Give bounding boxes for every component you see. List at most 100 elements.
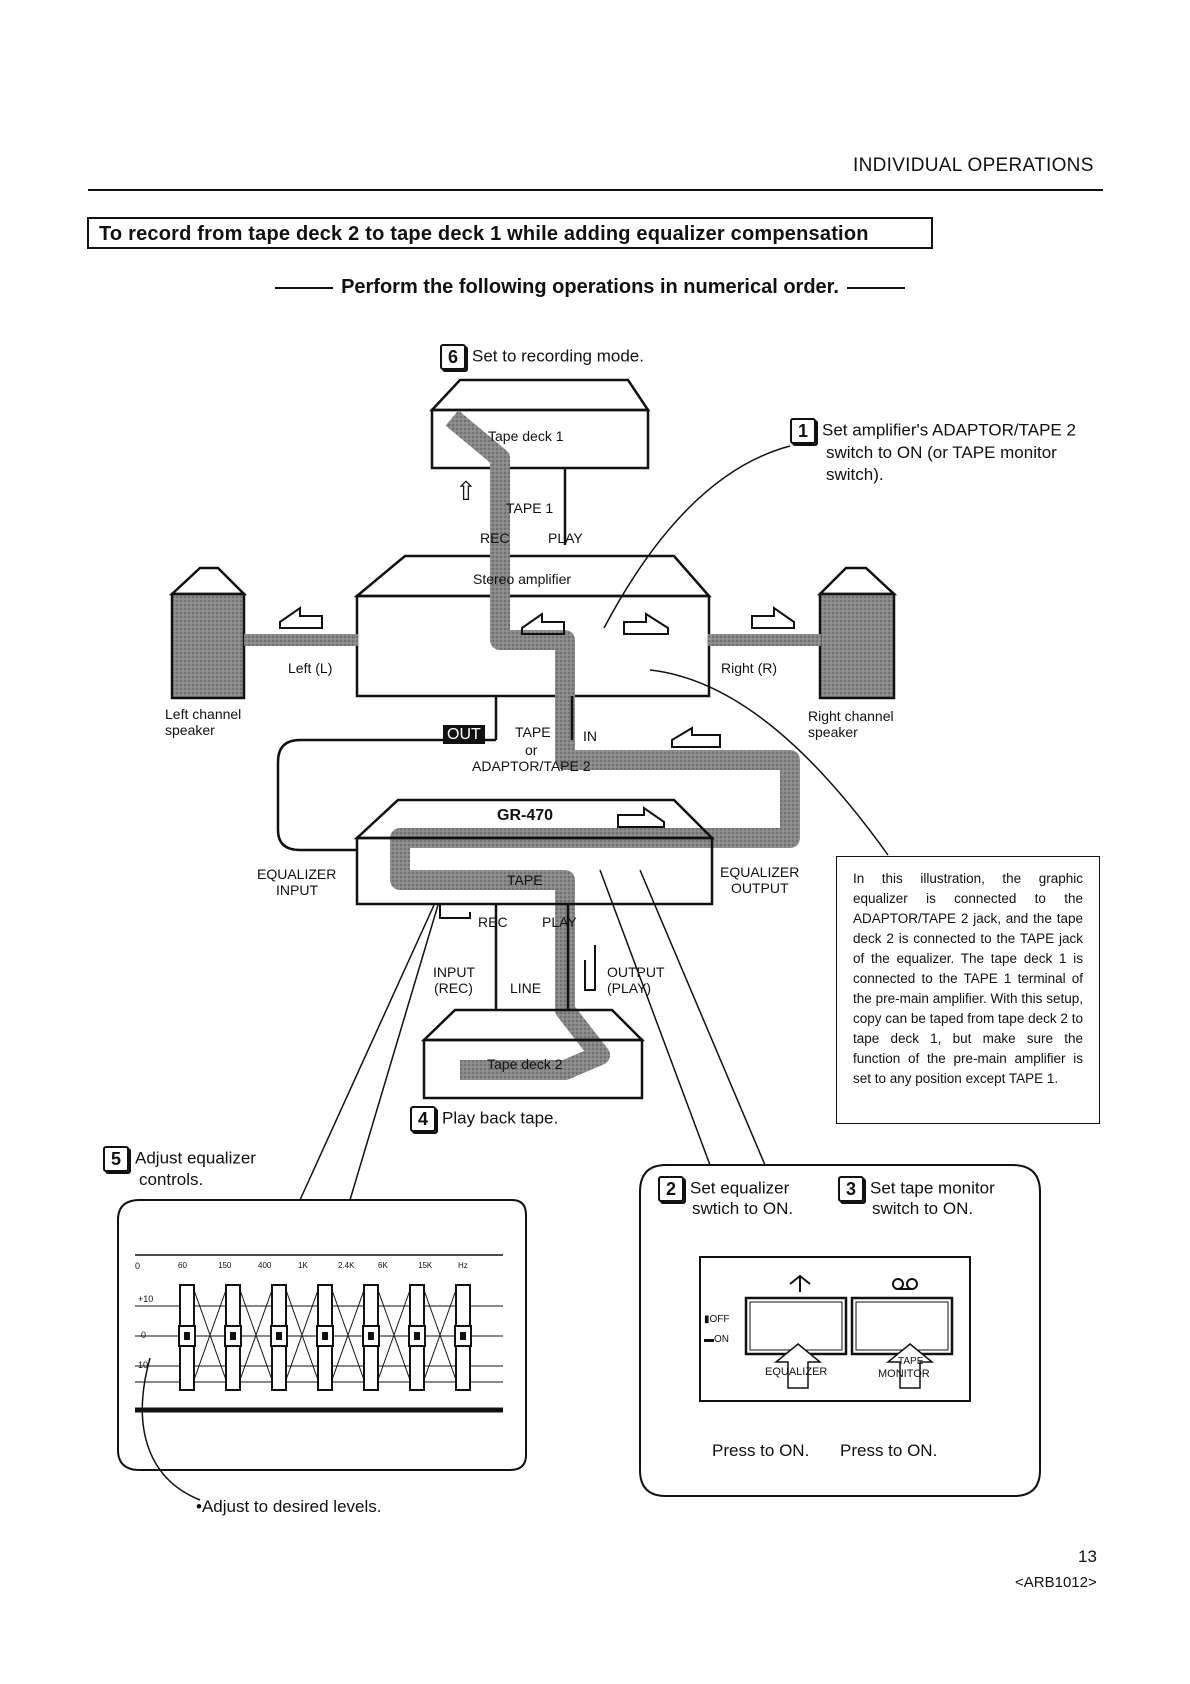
- amp-direction-arrows: [279, 606, 795, 828]
- step-5-line1: Adjust equalizer: [135, 1148, 256, 1168]
- step-1: 1 Set amplifier's ADAPTOR/TAPE 2: [790, 418, 1076, 444]
- switch-off-text: OFF: [709, 1314, 730, 1325]
- play-label: PLAY: [548, 530, 583, 546]
- tape-monitor-switch-label-2[interactable]: MONITOR: [878, 1368, 930, 1380]
- left-speaker-cable: [244, 634, 358, 646]
- page-number: 13: [1078, 1547, 1097, 1566]
- step-4-text: Play back tape.: [442, 1108, 559, 1128]
- tape-deck-2-label: Tape deck 2: [487, 1056, 563, 1072]
- rec-up-arrow-icon: ⇧: [455, 476, 477, 506]
- step-5-line2: controls.: [139, 1170, 204, 1189]
- step-1-line2: switch to ON (or TAPE monitor: [826, 443, 1057, 462]
- eq-tape-label: TAPE: [507, 872, 543, 888]
- input-rec-label-1: INPUT: [433, 964, 475, 980]
- right-speaker-shape: [816, 566, 898, 700]
- eq-sliders: [178, 1284, 472, 1391]
- gr470-label: GR-470: [497, 807, 554, 824]
- step-3-number: 3: [838, 1176, 864, 1202]
- eq-slider-knob-mark: [230, 1332, 236, 1340]
- eq-input-label-1: EQUALIZER: [257, 866, 337, 882]
- eq-freq-label: Hz: [458, 1261, 468, 1270]
- step-1-line3: switch).: [826, 465, 884, 484]
- eq-slider-knob-mark: [460, 1332, 466, 1340]
- eq-slider-knob-mark: [276, 1332, 282, 1340]
- out-label: OUT: [443, 725, 485, 744]
- step-1-number: 1: [790, 418, 816, 444]
- document-code: <ARB1012>: [1015, 1574, 1097, 1591]
- eq-freq-label: 150: [218, 1261, 232, 1270]
- eq-slider-knob-mark: [414, 1332, 420, 1340]
- eq-input-label-2: INPUT: [276, 882, 318, 898]
- note-box: In this illustration, the graphic equali…: [836, 856, 1100, 1124]
- eq-zero-left-label: 0: [135, 1261, 141, 1271]
- in-label: IN: [583, 728, 597, 744]
- tape-deck-2-shape: [420, 1008, 646, 1100]
- eq-caption-text: Adjust to desired levels.: [201, 1497, 382, 1516]
- switch-off-label: ▮OFF: [704, 1314, 730, 1325]
- adaptor-tape2-label: ADAPTOR/TAPE 2: [472, 758, 591, 774]
- eq-output-label-2: OUTPUT: [731, 880, 789, 896]
- eq-minus10-label: 10: [138, 1360, 149, 1370]
- eq-slider-cross-line: [377, 1289, 411, 1381]
- rec-label: REC: [480, 530, 510, 546]
- eq-slider-cross-line: [239, 1289, 273, 1381]
- step-6: 6 Set to recording mode.: [440, 344, 644, 370]
- stereo-amp-label: Stereo amplifier: [473, 571, 572, 587]
- right-dash: [846, 286, 905, 289]
- right-speaker-label-2: speaker: [808, 724, 858, 740]
- play2-label: PLAY: [542, 914, 577, 930]
- tape1-label: TAPE 1: [506, 500, 554, 516]
- tape-monitor-symbol-icon: [892, 1278, 918, 1290]
- right-r-label: Right (R): [721, 660, 778, 676]
- press-on-label-1: Press to ON.: [712, 1441, 810, 1460]
- rec2-label: REC: [478, 914, 508, 930]
- out-badge: OUT: [443, 725, 485, 744]
- switch-on-label: ▬ON: [704, 1334, 729, 1345]
- step-3-line1: Set tape monitor: [870, 1178, 995, 1198]
- eq-freq-label: 400: [258, 1261, 272, 1270]
- equalizer-symbol-icon: [789, 1274, 811, 1292]
- switch-panel-frame: [639, 1164, 1041, 1497]
- eq-caption: •Adjust to desired levels.: [196, 1497, 382, 1516]
- eq-slider-knob-mark: [368, 1332, 374, 1340]
- right-speaker-label-1: Right channel: [808, 708, 894, 724]
- step-2-line2: swtich to ON.: [692, 1199, 794, 1218]
- equalizer-switch-label[interactable]: EQUALIZER: [765, 1366, 828, 1378]
- page-title: To record from tape deck 2 to tape deck …: [87, 217, 933, 249]
- step-2: 2 Set equalizer: [658, 1176, 789, 1202]
- step-2-number: 2: [658, 1176, 684, 1202]
- left-speaker-label-1: Left channel: [165, 706, 242, 722]
- step-5-number: 5: [103, 1146, 129, 1172]
- left-speaker-label-2: speaker: [165, 722, 215, 738]
- switch-unit: [699, 1256, 971, 1402]
- input-rec-label-2: (REC): [434, 980, 473, 996]
- step-3-line2: switch to ON.: [872, 1199, 974, 1218]
- eq-slider-knob-mark: [322, 1332, 328, 1340]
- eq-slider-cross-line: [285, 1289, 319, 1381]
- eq-freq-label: 2.4K: [338, 1261, 355, 1270]
- eq-output-label-1: EQUALIZER: [720, 864, 800, 880]
- callout-lines: [141, 445, 889, 1501]
- left-speaker-shape: [168, 566, 248, 700]
- step-6-text: Set to recording mode.: [472, 346, 644, 366]
- step-6-number: 6: [440, 344, 466, 370]
- step-2-line1: Set equalizer: [690, 1178, 790, 1198]
- eq-freq-label: 6K: [378, 1261, 388, 1270]
- output-play-label-2: (PLAY): [607, 980, 652, 996]
- header-rule: [88, 189, 1103, 191]
- eq-zero-label: 0: [141, 1330, 147, 1340]
- tape-label: TAPE: [515, 724, 551, 740]
- eq-slider-cross-line: [193, 1289, 227, 1381]
- gr470-shape: [353, 798, 716, 906]
- subtitle-text: Perform the following operations in nume…: [341, 276, 839, 298]
- eq-slider-cross-line: [423, 1289, 457, 1381]
- step-1-line1: Set amplifier's ADAPTOR/TAPE 2: [822, 420, 1076, 440]
- subtitle: Perform the following operations in nume…: [255, 276, 925, 299]
- eq-freq-label: 15K: [418, 1261, 433, 1270]
- tape-monitor-switch-label-1[interactable]: TAPE: [898, 1356, 924, 1367]
- step-3: 3 Set tape monitor: [838, 1176, 995, 1202]
- eq-plus10-label: +10: [138, 1294, 154, 1304]
- left-dash: [275, 286, 334, 289]
- eq-panel-frame: [117, 1199, 527, 1471]
